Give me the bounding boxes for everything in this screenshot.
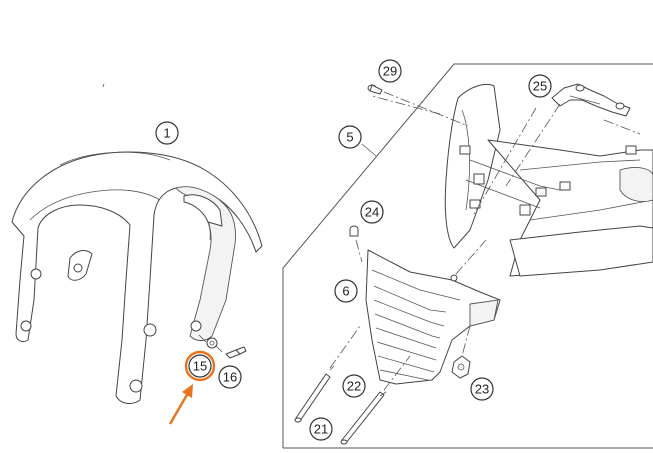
callout-21: 21 <box>309 417 333 441</box>
part-16-bolt <box>225 346 247 359</box>
front-fender <box>11 151 263 404</box>
callout-24-label: 24 <box>365 205 379 220</box>
callout-23: 23 <box>470 377 494 401</box>
grille-nut <box>450 274 458 282</box>
callout-15-label: 15 <box>193 359 207 374</box>
callout-29: 29 <box>378 59 402 83</box>
part-25-bracket <box>551 83 631 117</box>
callout-15-highlight-ring <box>184 350 216 382</box>
callout-1-label: 1 <box>163 126 170 141</box>
callout-15: 15 <box>184 350 216 382</box>
callout-5-label: 5 <box>346 130 353 145</box>
headlight-mask-body <box>444 84 653 277</box>
part-15-nut <box>206 337 218 349</box>
assembly-lines <box>197 91 641 391</box>
callout-25: 25 <box>528 74 552 98</box>
callout-24: 24 <box>360 200 384 224</box>
callout-16-label: 16 <box>223 370 237 385</box>
callout-6-label: 6 <box>342 284 349 299</box>
part-24-nut <box>349 225 359 237</box>
callout-16: 16 <box>218 365 242 389</box>
assembly-frame <box>282 63 653 449</box>
stray-mark <box>102 83 105 88</box>
callout-1: 1 <box>155 121 179 145</box>
callout-22: 22 <box>342 374 366 398</box>
part-6-grille <box>365 249 501 385</box>
callout-5-leader <box>361 143 377 157</box>
part-29-screw <box>367 84 383 95</box>
callout-6: 6 <box>334 279 358 303</box>
callout-5: 5 <box>338 125 362 149</box>
part-23-clip-nut <box>451 355 471 379</box>
callout-23-label: 23 <box>475 382 489 397</box>
callout-21-label: 21 <box>314 422 328 437</box>
highlight-arrow-icon <box>168 384 193 425</box>
callout-22-label: 22 <box>347 379 361 394</box>
part-21-22-screws <box>294 365 387 445</box>
callout-25-label: 25 <box>533 79 547 94</box>
callout-29-label: 29 <box>383 64 397 79</box>
